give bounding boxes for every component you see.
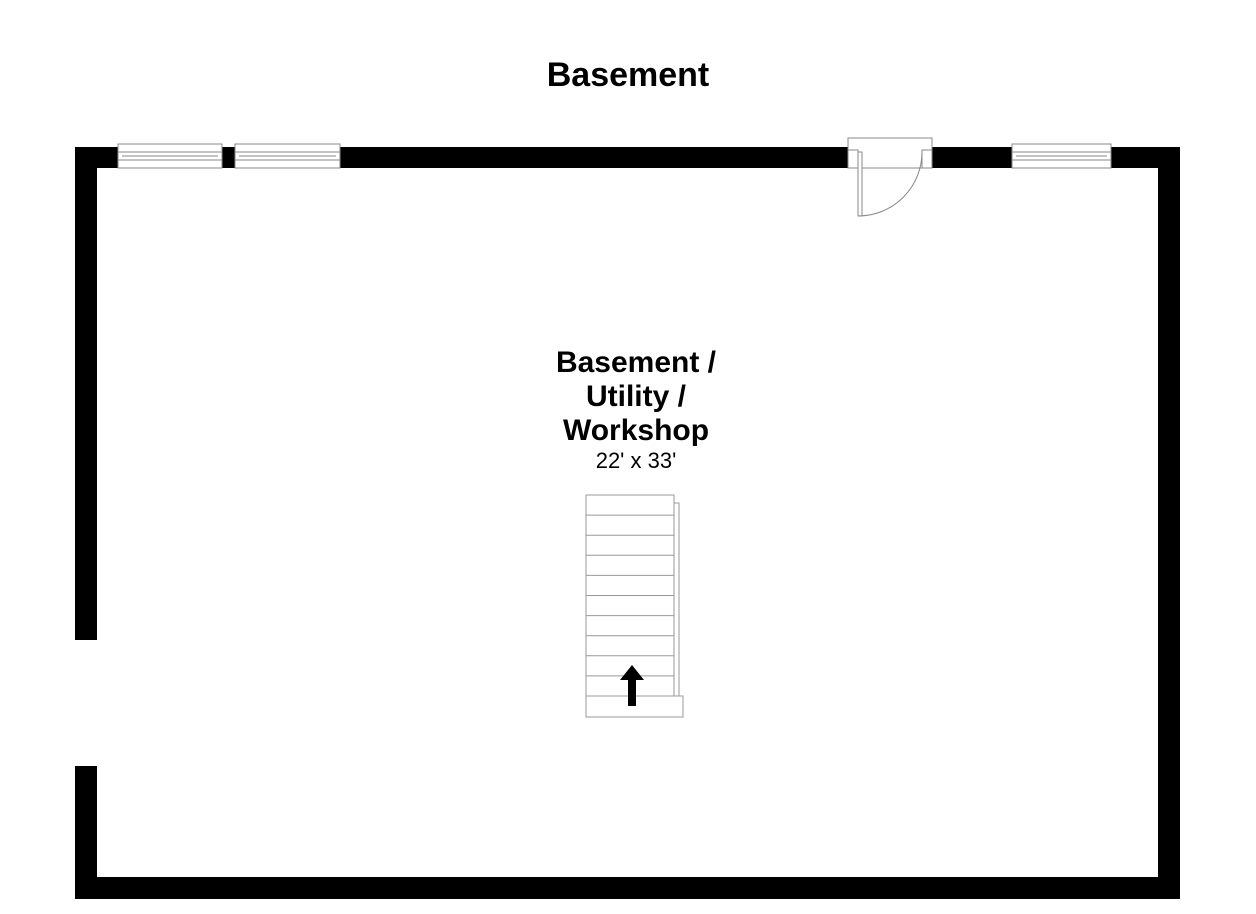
stairs-handrail <box>673 502 680 697</box>
wall-right <box>1158 147 1180 899</box>
wall-left-lower <box>75 766 97 899</box>
door <box>847 137 933 217</box>
exterior-walls <box>75 147 1180 899</box>
room-name-line-1: Basement / <box>555 346 717 379</box>
window-1 <box>117 143 223 169</box>
arrow-up-icon <box>620 665 644 706</box>
wall-left-upper <box>75 147 97 640</box>
door-jamb-right <box>921 149 933 169</box>
wall-top-segment-2 <box>222 147 235 168</box>
wall-top-segment-3 <box>340 147 849 168</box>
window-3 <box>1011 143 1112 169</box>
room-label: Basement / Utility / Workshop 22' x 33' <box>478 346 794 474</box>
door-jamb-left <box>847 149 859 169</box>
room-name-line-2: Utility / <box>585 380 686 413</box>
door-swing-arc <box>857 151 923 217</box>
door-leaf <box>857 151 863 217</box>
stair-treads <box>586 514 674 677</box>
wall-bottom <box>75 877 1180 899</box>
window-2 <box>234 143 341 169</box>
room-dimensions: 22' x 33' <box>595 448 677 473</box>
room-name-line-3: Workshop <box>562 414 710 447</box>
floor-title: Basement <box>546 56 710 94</box>
wall-top-segment-4 <box>932 147 1012 168</box>
